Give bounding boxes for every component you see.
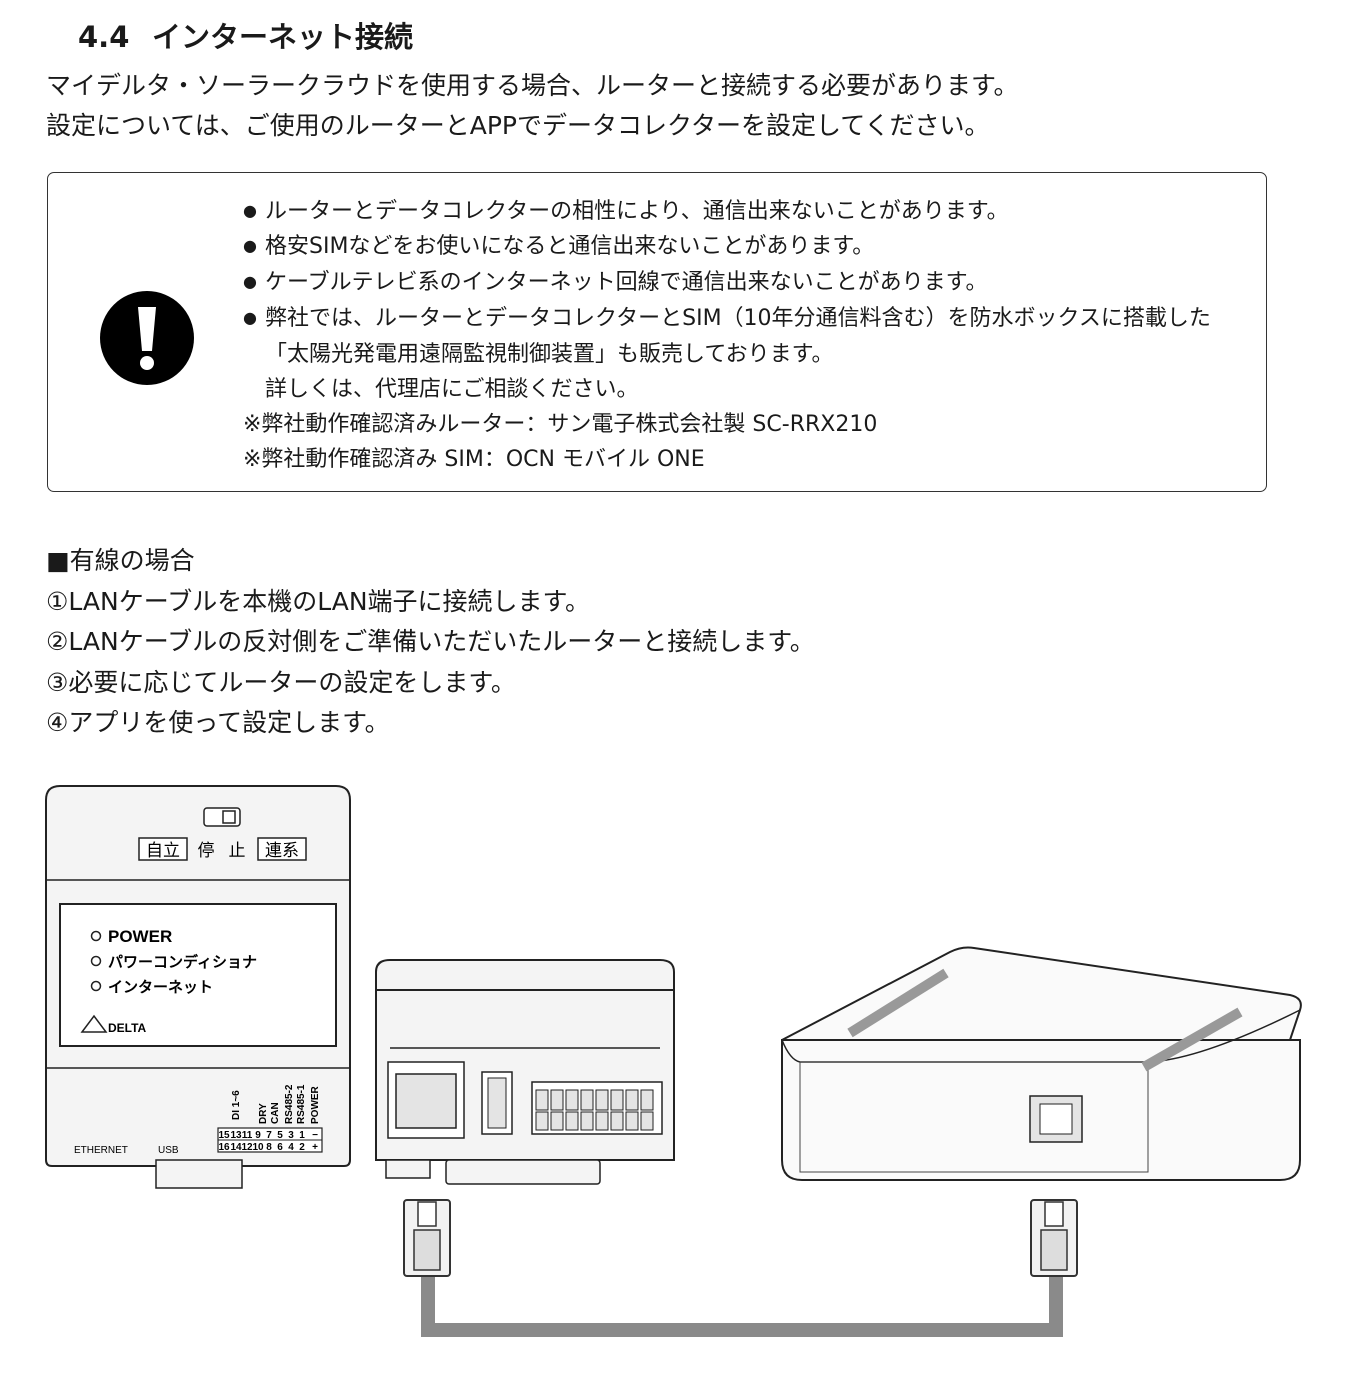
terminal-label: DRY [258,1103,269,1124]
terminal-number: − [312,1130,318,1141]
section-heading: 4.4 インターネット接続 [78,14,413,56]
lan-cable [421,1270,1063,1337]
terminal-number: 4 [288,1142,294,1153]
switch-label-mid-1: 停 [198,841,215,861]
lan-plug-right-icon [1030,1199,1078,1277]
router-icon [781,946,1302,1181]
notice-continuation: 「太陽光発電用遠隔監視制御装置」も販売しております。 [265,342,834,367]
switch-label-right: 連系 [265,841,299,861]
terminal-label: CAN [270,1102,281,1124]
lan-plug-left-icon [403,1199,451,1277]
intro-line-1: マイデルタ・ソーラークラウドを使用する場合、ルーターと接続する必要があります。 [46,71,1019,100]
switch-label-left: 自立 [146,841,180,861]
exclamation-icon [100,291,194,385]
intro-line-2: 設定については、ご使用のルーターとAPPでデータコレクターを設定してください。 [46,111,990,140]
wired-step: ②LANケーブルの反対側をご準備いただいたルーターと接続します。 [46,627,815,656]
data-collector-front: 自立 停 止 連系 POWER パワーコンディショナ インターネット DELTA… [45,785,351,1189]
terminal-number: 5 [277,1130,283,1141]
section-number: 4.4 [78,20,130,54]
terminal-number: 2 [299,1142,305,1153]
delta-logo-icon [80,1014,108,1033]
wired-step: ④アプリを使って設定します。 [46,708,390,737]
port-label-usb: USB [158,1145,179,1156]
terminal-number: 10 [252,1142,264,1153]
terminal-number: 9 [255,1130,261,1141]
wired-title: ■有線の場合 [46,546,195,575]
switch-label-mid-2: 止 [229,841,246,861]
terminal-label: RS485-1 [296,1084,307,1124]
data-collector-bottom [375,959,675,1185]
terminal-label: POWER [310,1085,321,1124]
notice-bullet: ●ケーブルテレビ系のインターネット回線で通信出来ないことがあります。 [243,270,988,295]
terminal-number: 1 [299,1130,305,1141]
notice-bullet: ●格安SIMなどをお使いになると通信出来ないことがあります。 [243,234,875,259]
notice-note: ※弊社動作確認済み SIM：OCN モバイル ONE [243,447,705,472]
terminal-number: 3 [288,1130,294,1141]
wired-step: ③必要に応じてルーターの設定をします。 [46,668,516,697]
terminal-number: + [312,1142,318,1153]
terminal-number: 15 [218,1130,230,1141]
notice-box: ●ルーターとデータコレクターの相性により、通信出来ないことがあります。 ●格安S… [47,172,1267,492]
brand-label: DELTA [108,1021,147,1035]
notice-continuation: 詳しくは、代理店にご相談ください。 [265,377,639,402]
led-label: インターネット [108,978,213,996]
section-title: インターネット接続 [152,20,414,54]
terminal-number: 14 [230,1142,242,1153]
terminal-number: 12 [241,1142,253,1153]
terminal-label: RS485-2 [284,1084,295,1124]
led-label: パワーコンディショナ [108,953,257,971]
terminal-number: 8 [266,1142,272,1153]
port-label-ethernet: ETHERNET [74,1145,128,1156]
terminal-number: 6 [277,1142,283,1153]
notice-bullet: ●ルーターとデータコレクターの相性により、通信出来ないことがあります。 [243,199,1009,224]
ethernet-port-icon[interactable] [395,1073,457,1129]
led-label: POWER [108,927,172,946]
terminal-number: 11 [242,1130,253,1141]
notice-note: ※弊社動作確認済みルーター：サン電子株式会社製 SC-RRX210 [243,412,878,437]
wired-step: ①LANケーブルを本機のLAN端子に接続します。 [46,587,591,616]
terminal-number: 7 [266,1130,272,1141]
terminal-number: 13 [230,1130,242,1141]
terminal-label: DI 1~6 [231,1090,242,1120]
terminal-number: 16 [218,1142,230,1153]
notice-bullet: ●弊社では、ルーターとデータコレクターとSIM（10年分通信料含む）を防水ボック… [243,306,1211,331]
